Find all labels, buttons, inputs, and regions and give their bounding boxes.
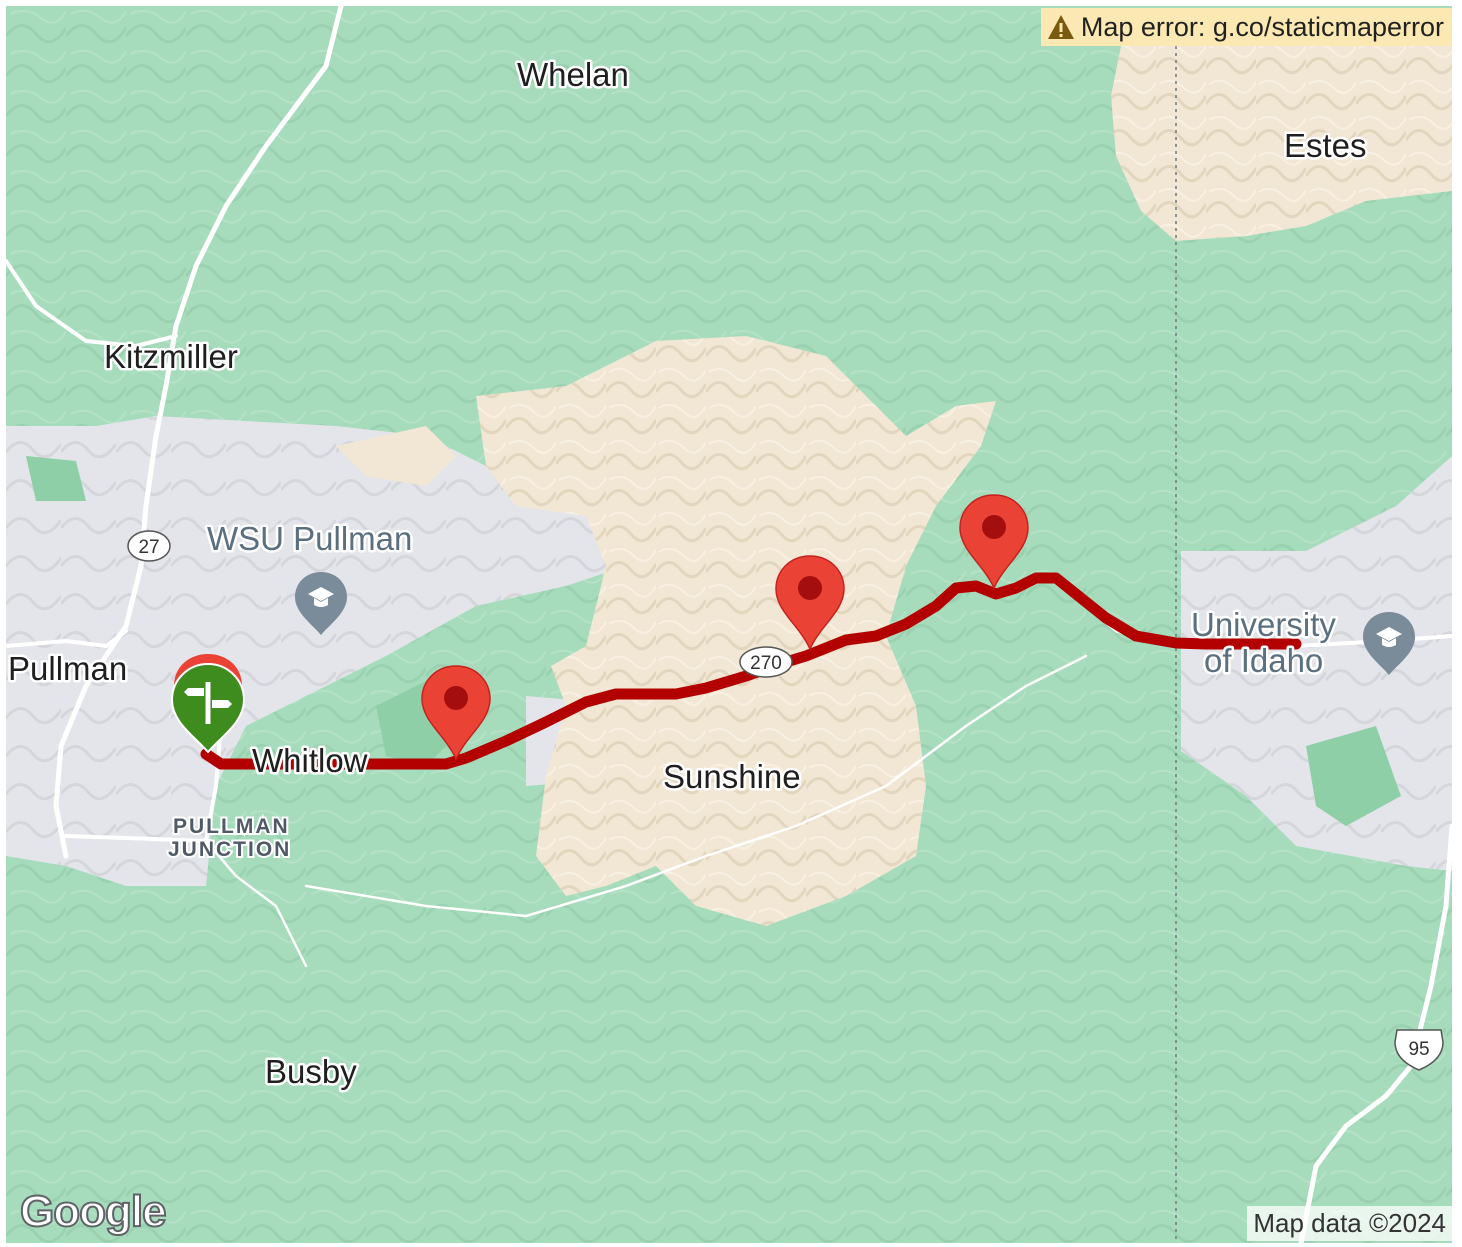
place-label-sunshine: Sunshine	[663, 758, 801, 795]
waypoint-marker-2[interactable]	[775, 555, 845, 651]
shield-wa27-label: 27	[138, 537, 159, 558]
map-error-banner[interactable]: Map error: g.co/staticmaperror	[1040, 8, 1452, 46]
poi-pin-wsu[interactable]	[295, 572, 347, 635]
shield-wa270: 270	[739, 646, 793, 678]
poi-label-wsu[interactable]: WSU Pullman	[205, 518, 415, 560]
map-canvas[interactable]: 27 270 95 Whelan Estes Kitzmiller Pullma…	[6, 6, 1452, 1243]
signpost-board-left	[184, 688, 204, 696]
shield-wa27-bg	[127, 530, 171, 562]
place-label-whelan: Whelan	[517, 56, 629, 93]
road-us95	[1298, 823, 1452, 1243]
shield-us95: 95	[1394, 1029, 1444, 1071]
dry-area-estes-relief	[1111, 46, 1452, 241]
urban-relief	[6, 416, 786, 886]
map-pin-icon	[421, 665, 491, 761]
marker-dot	[982, 515, 1006, 539]
place-label-pullman-junction-2: JUNCTION	[168, 838, 291, 861]
road-northwest	[6, 259, 178, 348]
graduation-cap-glyph	[1376, 627, 1402, 647]
map-pin-icon	[775, 555, 845, 651]
road-sunshine	[304, 654, 1088, 918]
map-error-text: Map error: g.co/staticmaperror	[1080, 11, 1444, 42]
shield-wa270-label: 270	[750, 653, 782, 674]
place-label-busby: Busby	[265, 1053, 357, 1090]
dry-area-sunshine-relief	[476, 336, 996, 926]
marker-dot	[798, 576, 822, 600]
start-marker[interactable]	[170, 654, 246, 754]
shield-us95-bg	[1394, 1029, 1444, 1071]
road-wa27-north	[53, 6, 344, 859]
poi-label-uidaho-line2[interactable]: of Idaho	[1202, 640, 1326, 682]
waypoint-marker-3[interactable]	[959, 494, 1029, 590]
shield-us95-label: 95	[1408, 1039, 1429, 1060]
graduation-cap-glyph	[308, 587, 334, 607]
poi-pin-uidaho[interactable]	[1363, 612, 1415, 675]
shield-wa27: 27	[127, 530, 171, 562]
map-attribution[interactable]: Map data ©2024	[1247, 1206, 1452, 1241]
waypoint-marker-1[interactable]	[421, 665, 491, 761]
place-label-pullman-junction-1: PULLMAN	[173, 815, 290, 838]
road-pullman-west	[6, 629, 128, 648]
warning-icon-dot	[1059, 34, 1063, 37]
warning-icon-bar	[1059, 23, 1063, 32]
google-logo: Google	[19, 1186, 168, 1237]
park-area-3	[26, 456, 86, 501]
poi-label-uidaho-line1[interactable]: University	[1189, 604, 1339, 646]
warning-icon	[1047, 15, 1074, 39]
route-line[interactable]	[200, 572, 1302, 770]
place-label-estes: Estes	[1284, 127, 1367, 164]
place-label-whitlow: Whitlow	[252, 742, 368, 779]
signpost-pole	[205, 682, 211, 724]
place-label-pullman: Pullman	[8, 650, 127, 687]
park-area-2	[1306, 726, 1401, 826]
place-label-kitzmiller: Kitzmiller	[104, 338, 238, 375]
dry-area-west	[336, 426, 456, 486]
marker-dot	[444, 686, 468, 710]
road-south	[204, 839, 308, 968]
signpost-board-right	[212, 700, 232, 708]
map-pin-icon	[959, 494, 1029, 590]
shield-wa270-bg	[739, 646, 793, 678]
